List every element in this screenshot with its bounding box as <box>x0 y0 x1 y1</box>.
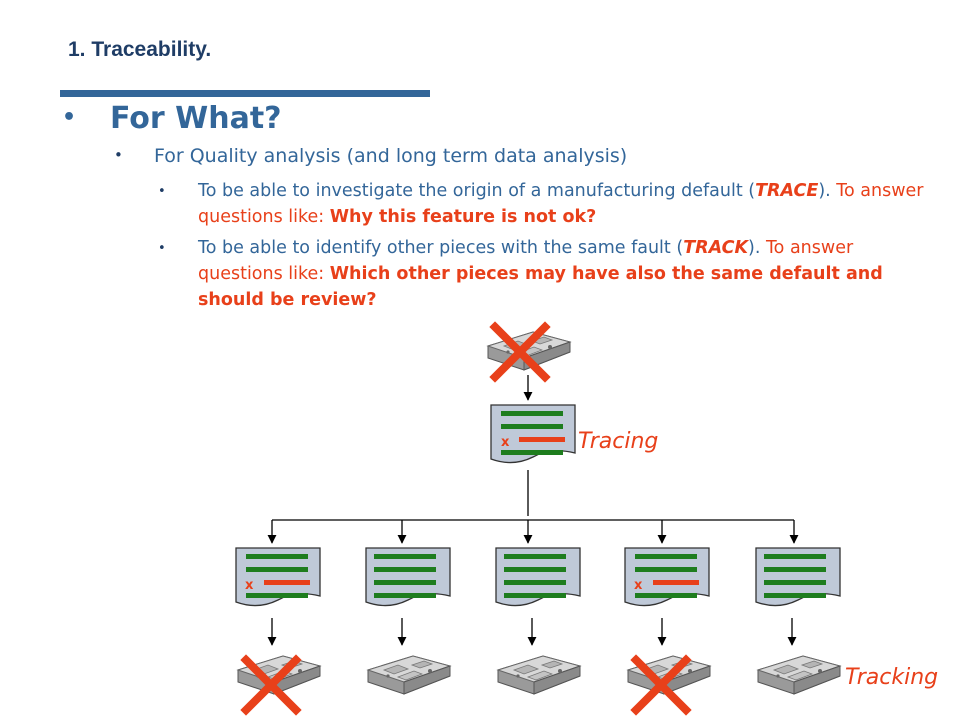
tracing-label: Tracing <box>578 429 658 454</box>
track-close: ). <box>748 238 761 258</box>
trace-question: Why this feature is not ok? <box>329 207 597 227</box>
slide-title: 1. Traceability. <box>68 38 212 61</box>
trace-keyword: TRACE <box>755 181 819 201</box>
document-3 <box>495 547 581 607</box>
bullet-dot: • <box>62 105 77 130</box>
doc-to-part-arrows <box>267 618 797 646</box>
sub-bullet-text: For Quality analysis (and long term data… <box>154 145 628 167</box>
track-keyword: TRACK <box>683 238 749 258</box>
track-question: Which other pieces may have also the sam… <box>198 264 883 310</box>
bullet-dot: • <box>114 146 123 164</box>
part-5 <box>757 655 841 695</box>
part-3 <box>497 655 581 695</box>
defect-mark: x <box>501 435 510 450</box>
document-2 <box>365 547 451 607</box>
document-1: x <box>235 547 321 607</box>
top-document: x <box>490 404 576 464</box>
bullet-track-text: To be able to identify other pieces with… <box>198 235 933 313</box>
bullet-dot: • <box>158 241 166 256</box>
top-defective-part <box>487 327 571 377</box>
trace-prefix: To be able to investigate the origin of … <box>198 181 756 201</box>
trace-middle: To answer questions like: <box>198 181 924 227</box>
distribution-tree <box>267 470 799 544</box>
defect-mark: x <box>634 578 643 593</box>
track-prefix: To be able to identify other pieces with… <box>198 238 684 258</box>
document-4: x <box>624 547 710 607</box>
document-5 <box>755 547 841 607</box>
tracking-label: Tracking <box>845 665 938 690</box>
title-rule <box>60 90 430 97</box>
part-4 <box>627 655 711 710</box>
part-1 <box>237 655 321 710</box>
bullet-trace-text: To be able to investigate the origin of … <box>198 178 928 230</box>
track-middle: To answer questions like: <box>198 238 854 284</box>
trace-close: ). <box>818 181 831 201</box>
part-2 <box>367 655 451 695</box>
defect-line <box>519 437 565 442</box>
defect-mark: x <box>245 578 254 593</box>
bullet-dot: • <box>158 184 166 199</box>
heading-text: For What? <box>110 101 282 136</box>
